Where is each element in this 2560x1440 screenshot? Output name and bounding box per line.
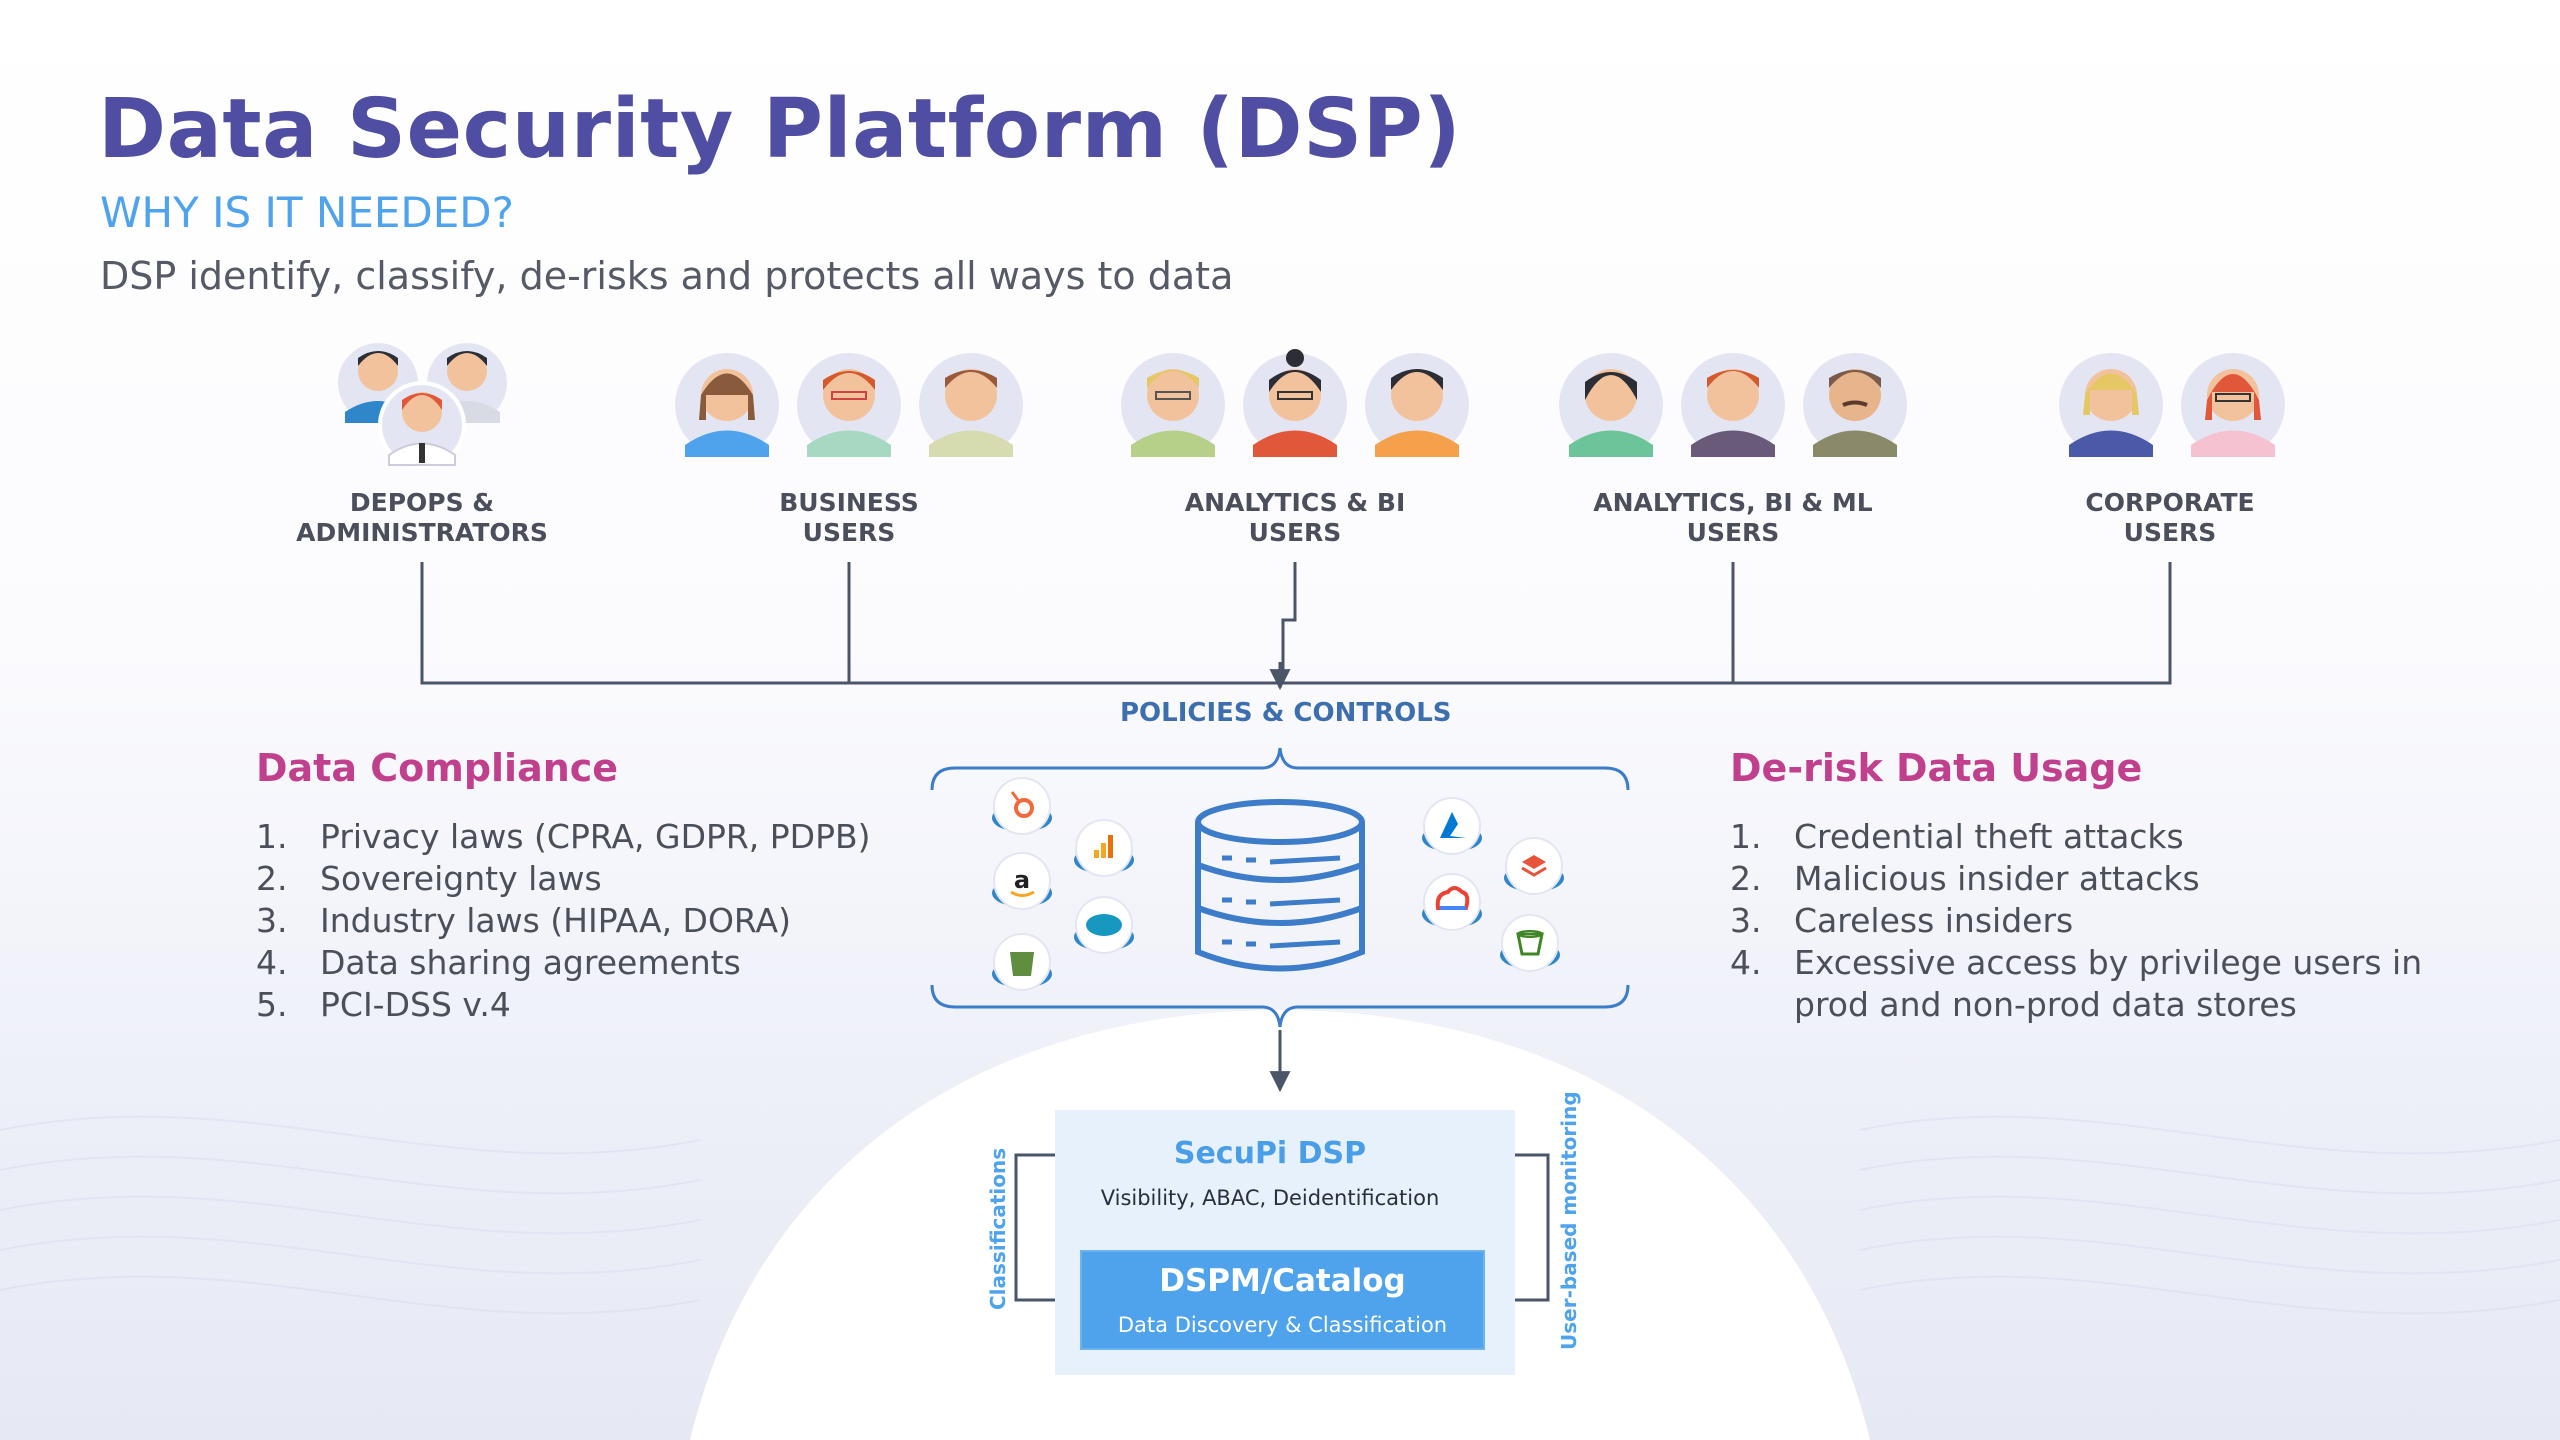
avatar-icon <box>797 353 901 457</box>
derisk-list: 1.Credential theft attacks 2.Malicious i… <box>1730 816 2430 1026</box>
avatar-icon <box>1803 353 1907 457</box>
avatar-icon <box>919 353 1023 457</box>
secupi-dsp-subtitle: Visibility, ABAC, Deidentification <box>1100 1186 1440 1210</box>
page-subtitle: WHY IS IT NEEDED? <box>100 188 514 237</box>
list-item: 1.Credential theft attacks <box>1730 817 2184 856</box>
avatar-icon <box>1681 353 1785 457</box>
secupi-dsp-title: SecuPi DSP <box>1173 1136 1367 1171</box>
avatar-group-analytics-bi <box>1121 349 1469 457</box>
avatar-icon <box>378 381 466 469</box>
svg-text:a: a <box>1014 866 1030 894</box>
connector-lines <box>420 562 2172 685</box>
avatar-icon <box>2181 353 2285 457</box>
dspm-catalog-box <box>1080 1250 1485 1350</box>
google-cloud-icon <box>1422 873 1482 931</box>
list-item: 4.Excessive access by privilege users in… <box>1730 943 2423 1024</box>
analytics-icon <box>1074 819 1134 877</box>
shopify-icon <box>992 933 1052 991</box>
user-based-monitoring-label: User-based monitoring <box>1557 1091 1581 1350</box>
avatar-icon <box>1243 349 1347 457</box>
avatar-group-analytics-bi-ml <box>1559 353 1907 457</box>
avatar-icon <box>2059 353 2163 457</box>
avatar-icon <box>1365 353 1469 457</box>
list-item: 4.Data sharing agreements <box>256 943 741 982</box>
hubspot-icon <box>992 777 1052 835</box>
avatar-group-corporate <box>2059 353 2285 457</box>
list-item: 5.PCI-DSS v.4 <box>256 985 511 1024</box>
policies-controls-label: POLICIES & CONTROLS <box>1120 698 1452 728</box>
user-group-label-analytics-bi-ml: ANALYTICS, BI & ML USERS <box>1593 488 1873 547</box>
list-item: 2.Malicious insider attacks <box>1730 859 2200 898</box>
list-item: 3.Industry laws (HIPAA, DORA) <box>256 901 791 940</box>
derisk-title: De-risk Data Usage <box>1730 746 2143 790</box>
avatar-icon <box>675 353 779 457</box>
user-group-label-business: BUSINESS USERS <box>779 488 919 547</box>
avatar-group-depops <box>338 343 507 469</box>
compliance-title: Data Compliance <box>256 746 619 790</box>
avatar-icon <box>1559 353 1663 457</box>
user-group-label-analytics-bi: ANALYTICS & BI USERS <box>1184 488 1406 547</box>
dspm-catalog-subtitle: Data Discovery & Classification <box>1117 1313 1448 1337</box>
user-group-label-corporate: CORPORATE USERS <box>2085 488 2255 547</box>
salesforce-icon <box>1074 896 1134 954</box>
page-title: Data Security Platform (DSP) <box>98 82 1462 177</box>
avatar-icon <box>1121 353 1225 457</box>
compliance-list: 1.Privacy laws (CPRA, GDPR, PDPB) 2.Sove… <box>256 816 896 1026</box>
dspm-catalog-title: DSPM/Catalog <box>1159 1263 1406 1299</box>
classifications-label: Classifications <box>986 1147 1010 1310</box>
list-item: 3.Careless insiders <box>1730 901 2074 940</box>
data-sources-bracket <box>930 747 1630 1028</box>
user-group-label-depops: DEPOPS & ADMINISTRATORS <box>296 488 548 547</box>
list-item: 1.Privacy laws (CPRA, GDPR, PDPB) <box>256 817 871 856</box>
database-icon <box>1195 799 1365 972</box>
bucket-icon <box>1500 914 1560 972</box>
list-item: 2.Sovereignty laws <box>256 859 602 898</box>
avatar-group-business <box>675 353 1023 457</box>
amazon-icon: a <box>992 852 1052 910</box>
aws-icon <box>1504 837 1564 895</box>
azure-icon <box>1422 797 1482 855</box>
page-tagline: DSP identify, classify, de-risks and pro… <box>100 254 1234 298</box>
